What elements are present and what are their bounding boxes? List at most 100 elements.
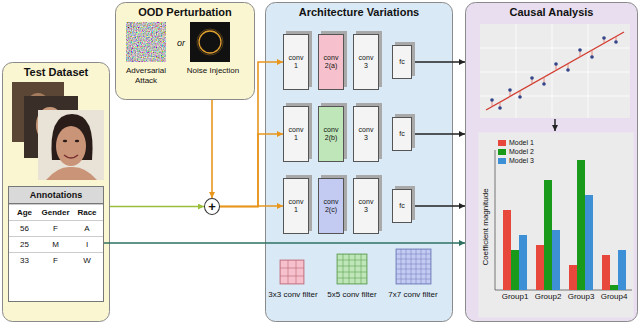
scatter-plot-part xyxy=(480,24,630,118)
perturbation-images-part xyxy=(199,31,221,53)
table-cell: F xyxy=(40,252,71,268)
architecture-panel: Architecture Variationsconv 1conv 2(a)co… xyxy=(265,2,453,322)
node-label: conv 1 xyxy=(289,126,304,142)
flow-connector xyxy=(220,134,283,207)
scatter-plot-part xyxy=(490,98,494,102)
face-photos xyxy=(12,82,104,180)
filter-grids-part xyxy=(280,260,304,284)
conv-layer: conv 3 xyxy=(353,178,379,234)
coefficient-chart: Coefficient magnitudeGroup1Group2Group3G… xyxy=(478,132,634,318)
image-caption: Adversarial Attack xyxy=(117,66,175,86)
table-cell: W xyxy=(71,252,103,268)
node-label: conv 1 xyxy=(289,198,304,214)
legend-swatch xyxy=(498,158,506,164)
node-label: conv 3 xyxy=(359,54,374,70)
analysis-panel-shape xyxy=(466,3,638,322)
bar-chart-part xyxy=(536,245,544,290)
node-label: conv 2(a) xyxy=(324,54,339,70)
scatter-plot-part xyxy=(554,62,558,66)
image-caption: Noise Injection xyxy=(182,66,244,76)
scatter-plot-part xyxy=(590,55,594,59)
perturbation-images xyxy=(126,22,230,62)
face-photos-part xyxy=(63,140,67,143)
scatter-plot xyxy=(480,24,630,118)
scatter-plot-part xyxy=(578,48,582,52)
conv-layer: conv 1 xyxy=(283,178,309,234)
flow-connector xyxy=(211,100,213,198)
group-label: Group2 xyxy=(532,292,564,302)
flow-connector xyxy=(220,62,283,207)
filter-grids-part xyxy=(396,249,431,284)
legend-row: Model 3 xyxy=(498,156,534,165)
scatter-plot-part xyxy=(518,95,522,99)
filter-grids-part xyxy=(337,254,367,284)
legend-row: Model 2 xyxy=(498,147,534,156)
dataset-panel: Test DatasetAnnotationsAgeGenderRace56FA… xyxy=(2,62,110,322)
legend-label: Model 2 xyxy=(509,147,534,156)
legend-label: Model 1 xyxy=(509,138,534,147)
bar-chart-part xyxy=(569,265,577,290)
face-photos-part xyxy=(38,110,104,180)
perturbation-panel: OOD PerturbationAdversarial AttackorNois… xyxy=(115,2,255,100)
table-cell: Gender xyxy=(40,204,71,220)
analysis-panel: Causal AnalysisCoefficient magnitudeGrou… xyxy=(465,2,638,322)
conv-layer: conv 2(b) xyxy=(318,106,344,162)
face-photos-part xyxy=(64,155,78,158)
perturbation-images-part xyxy=(126,22,166,62)
bar-chart-part xyxy=(544,180,552,290)
table-header: Annotations xyxy=(9,187,103,204)
node-label: conv 2(c) xyxy=(324,198,339,214)
panel-title: Test Dataset xyxy=(2,66,110,79)
bar-chart-part xyxy=(602,255,610,290)
table-cell: A xyxy=(71,220,103,236)
conv-layer: conv 2(a) xyxy=(318,34,344,90)
group-label: Group1 xyxy=(499,292,531,302)
group-label: Group4 xyxy=(598,292,630,302)
bar-chart-part xyxy=(585,195,593,290)
table-cell: 25 xyxy=(9,236,40,252)
filter-caption: 3x3 conv filter xyxy=(265,290,321,300)
bar-chart-part xyxy=(610,285,618,290)
bar-chart-part xyxy=(511,250,519,290)
fc-layer: fc xyxy=(392,45,412,79)
panel-shapes xyxy=(3,3,638,322)
connector-word: or xyxy=(173,38,189,48)
flow-connector xyxy=(412,61,465,63)
conv-layer: conv 1 xyxy=(283,34,309,90)
table-cell: F xyxy=(40,220,71,236)
node-label: + xyxy=(208,200,216,213)
fc-layer: fc xyxy=(392,117,412,151)
scatter-plot-part xyxy=(508,88,512,92)
legend-label: Model 3 xyxy=(509,156,534,165)
scatter-plot-part xyxy=(614,40,618,44)
sum-node: + xyxy=(204,198,220,215)
legend-swatch xyxy=(498,140,506,146)
node-label: fc xyxy=(399,130,404,138)
table-cell: I xyxy=(71,236,103,252)
conv-layer: conv 3 xyxy=(353,34,379,90)
legend-swatch xyxy=(498,149,506,155)
bar-chart-part xyxy=(577,160,585,290)
chart-legend: Model 1Model 2Model 3 xyxy=(498,138,534,165)
conv-layer: conv 1 xyxy=(283,106,309,162)
scatter-plot-part xyxy=(486,32,624,110)
fc-layer: fc xyxy=(392,189,412,223)
table-cell: Age xyxy=(9,204,40,220)
scatter-plot-part xyxy=(602,36,606,40)
bar-chart-part xyxy=(618,250,626,290)
axis-title-holder: Coefficient magnitude xyxy=(480,162,492,292)
node-label: fc xyxy=(399,202,404,210)
axis-title: Coefficient magnitude xyxy=(481,188,491,265)
table-cell: M xyxy=(40,236,71,252)
conv-layer: conv 2(c) xyxy=(318,178,344,234)
filter-grids xyxy=(280,249,431,284)
bar-chart-part xyxy=(495,150,632,290)
table-cell: 33 xyxy=(9,252,40,268)
face-photos-part xyxy=(56,126,86,166)
face-photos-part xyxy=(75,140,79,143)
scatter-plot-part xyxy=(530,76,534,80)
flow-connector xyxy=(104,242,465,244)
group-label: Group3 xyxy=(565,292,597,302)
analysis-arrow xyxy=(554,119,556,131)
filter-caption: 5x5 conv filter xyxy=(324,290,380,300)
